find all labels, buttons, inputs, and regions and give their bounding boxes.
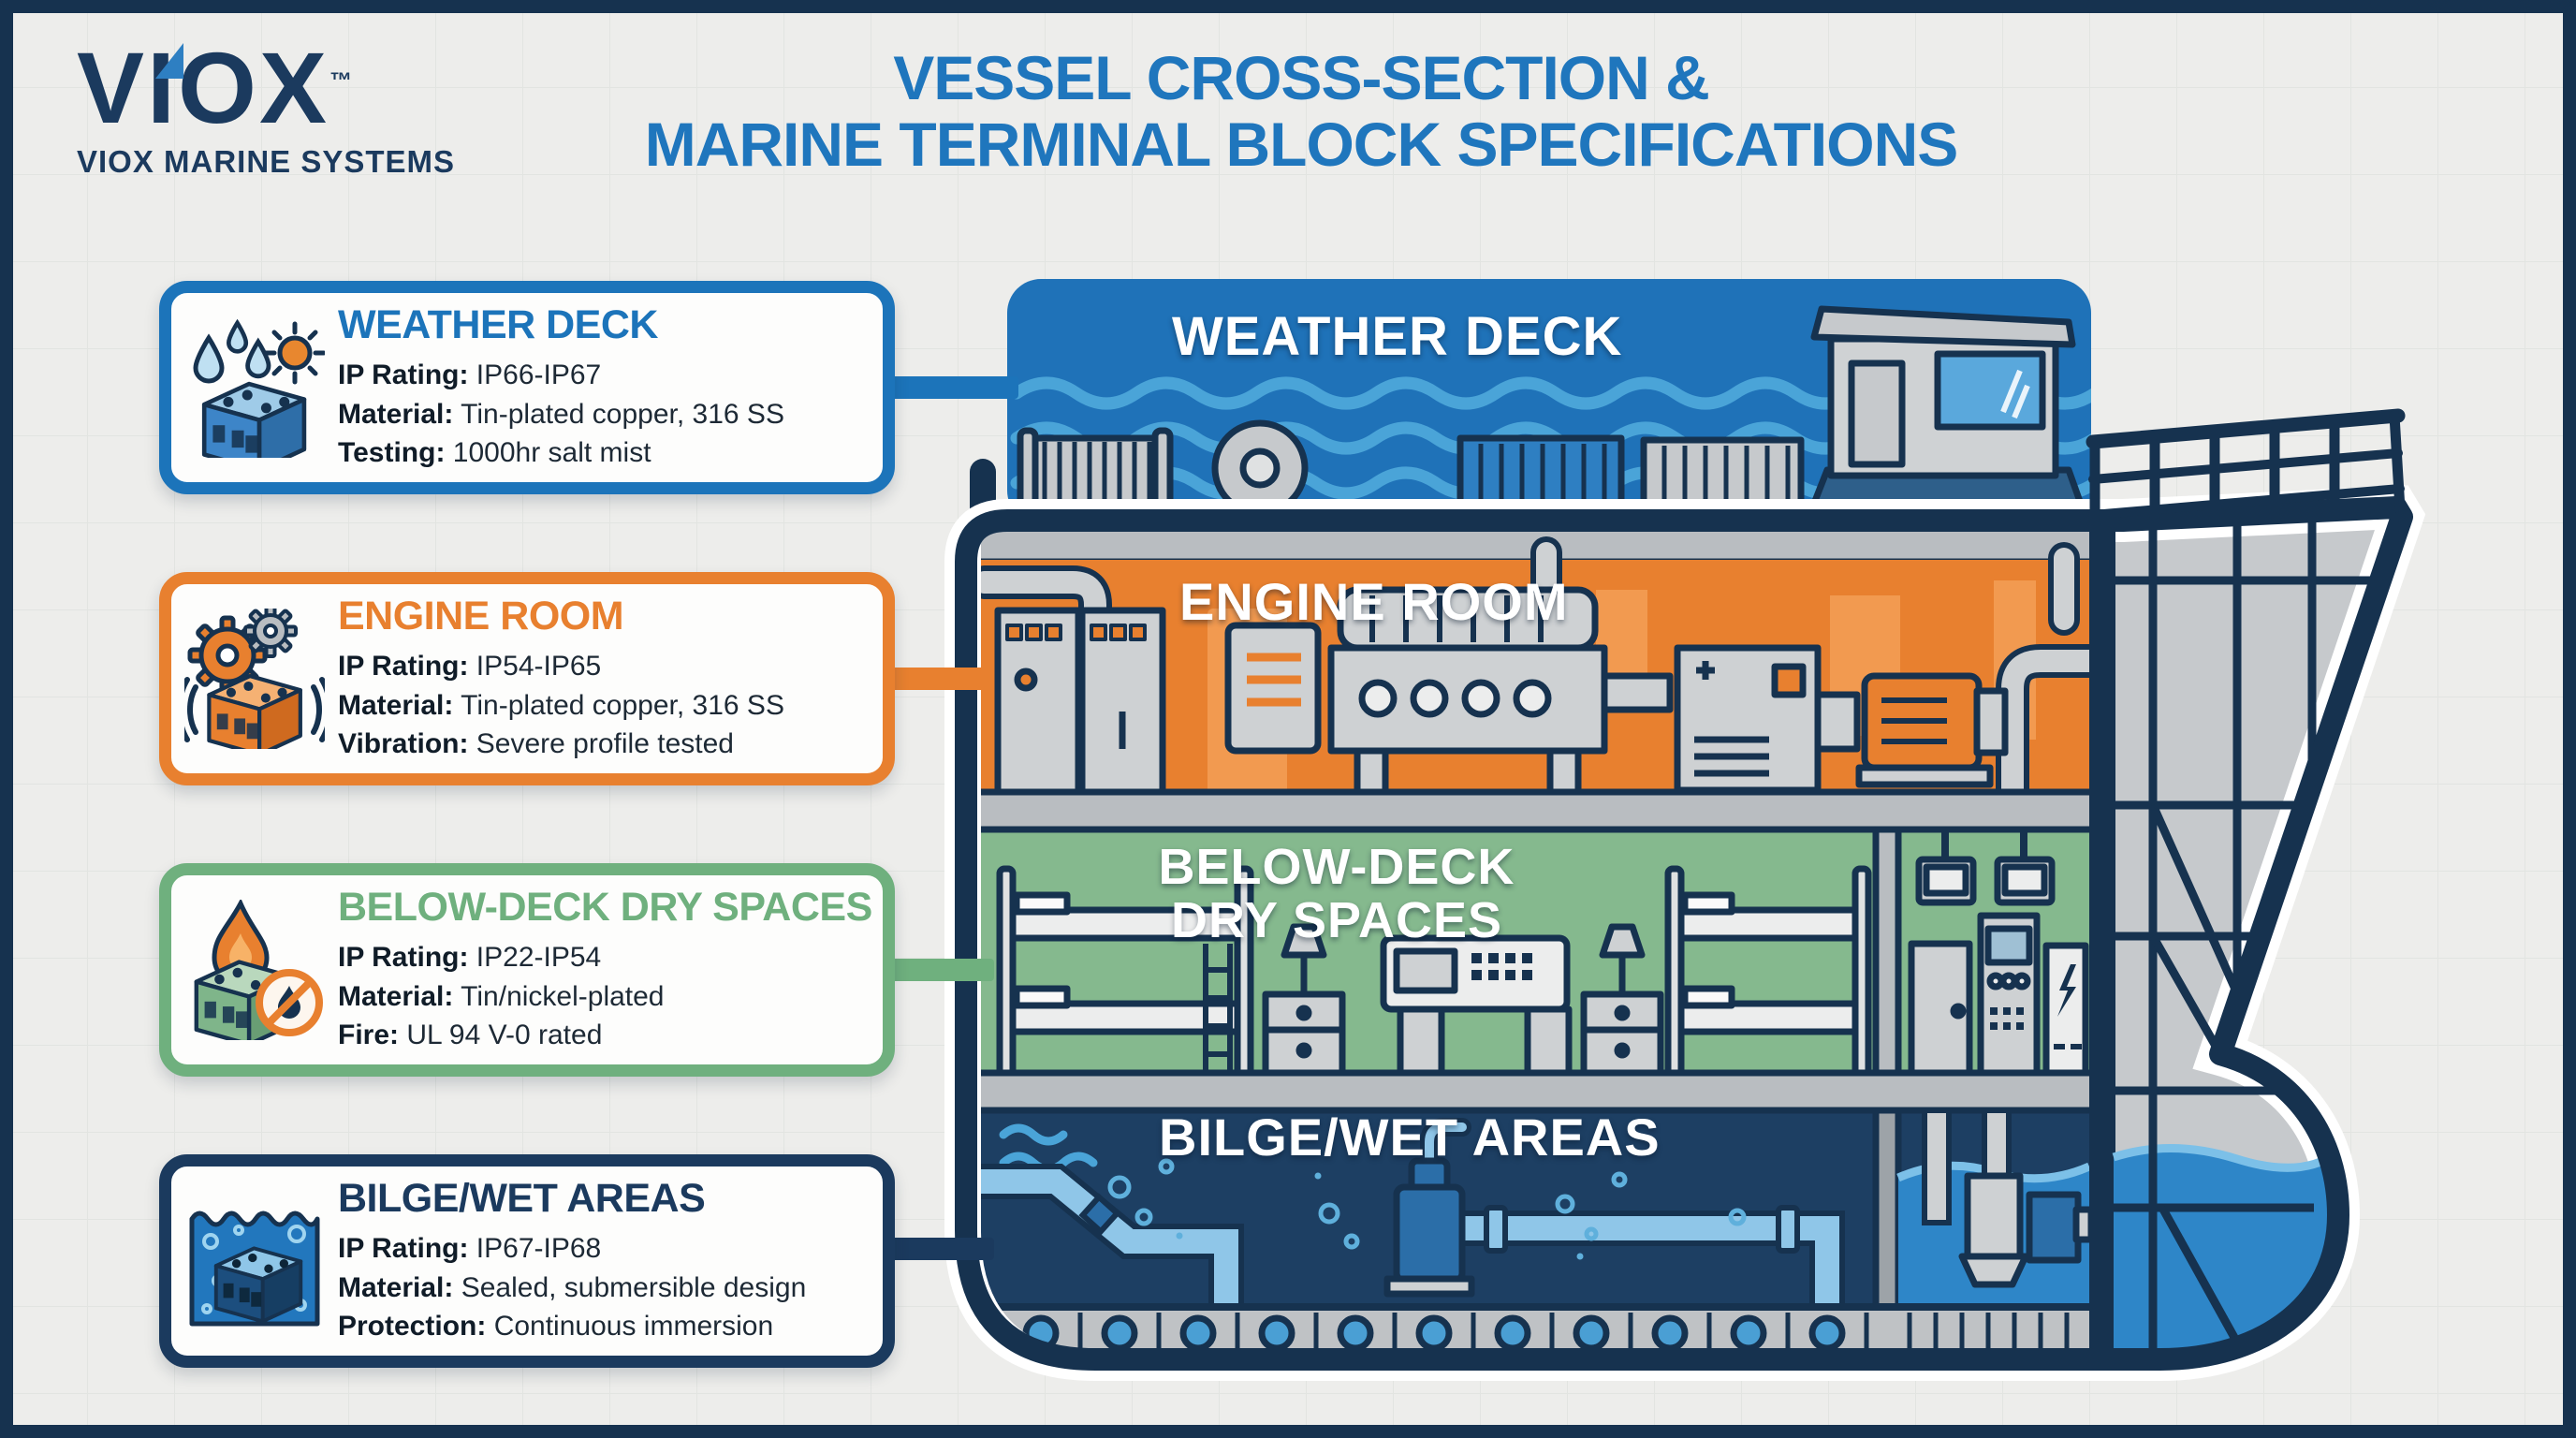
spec-card-weather-deck: WEATHER DECK IP Rating: IP66-IP67 Materi…: [159, 281, 895, 494]
below-deck-equipment: [996, 826, 2089, 1078]
spec-line: IP Rating: IP67-IP68: [338, 1233, 602, 1265]
submerged-terminal-icon: [171, 1191, 338, 1331]
card-title: ENGINE ROOM: [338, 594, 624, 639]
weather-deck-label: WEATHER DECK: [1172, 306, 1623, 367]
logo-tagline: VIOX MARINE SYSTEMS: [77, 144, 456, 179]
spec-card-below-deck: BELOW-DECK DRY SPACES IP Rating: IP22-IP…: [159, 863, 895, 1077]
card-title: BILGE/WET AREAS: [338, 1176, 706, 1222]
hull-bolt-strip: [981, 1303, 2089, 1356]
bilge-equipment: [981, 1107, 2089, 1325]
hull-interior: [981, 524, 2089, 1356]
spec-line: Material: Tin-plated copper, 316 SS: [338, 398, 784, 430]
connector-bilge: [886, 1238, 994, 1260]
spec-line: Protection: Continuous immersion: [338, 1311, 774, 1343]
spec-card-engine-room: ENGINE ROOM IP Rating: IP54-IP65 Materia…: [159, 572, 895, 785]
deck-separator: [981, 788, 2089, 833]
deck-separator: [981, 1069, 2089, 1114]
spec-line: Fire: UL 94 V-0 rated: [338, 1020, 603, 1051]
flame-no-fire-terminal-icon: [171, 900, 338, 1040]
connector-engine-room: [886, 668, 994, 690]
spec-card-bilge: BILGE/WET AREAS IP Rating: IP67-IP68 Mat…: [159, 1154, 895, 1368]
card-title: WEATHER DECK: [338, 302, 658, 348]
page-title: VESSEL CROSS-SECTION & MARINE TERMINAL B…: [644, 43, 1959, 180]
spec-line: Testing: 1000hr salt mist: [338, 437, 651, 469]
logo-wordmark: VIOX™: [77, 31, 353, 144]
bow-structure: [2112, 508, 2378, 1359]
connector-weather-deck: [886, 376, 1018, 399]
connector-below-deck: [886, 959, 994, 981]
spec-line: IP Rating: IP54-IP65: [338, 651, 602, 682]
spec-line: IP Rating: IP66-IP67: [338, 360, 602, 391]
engine-room-equipment: [981, 536, 2089, 809]
no-fire-sign: [256, 969, 323, 1036]
bow-railing: [2086, 408, 2406, 526]
bow-bulkhead: [2089, 513, 2115, 1359]
spec-line: Material: Sealed, submersible design: [338, 1271, 807, 1303]
bilge-label: BILGE/WET AREAS: [1159, 1108, 1661, 1167]
engine-room-label: ENGINE ROOM: [1179, 572, 1569, 631]
card-title: BELOW-DECK DRY SPACES: [338, 885, 872, 931]
spec-line: Material: Tin-plated copper, 316 SS: [338, 689, 784, 721]
below-deck-label: BELOW-DECK DRY SPACES: [1158, 839, 1515, 948]
rain-sun-terminal-icon: [171, 317, 338, 458]
spec-line: IP Rating: IP22-IP54: [338, 942, 602, 974]
spec-line: Material: Tin/nickel-plated: [338, 980, 665, 1012]
gears-vibration-terminal-icon: [171, 609, 338, 749]
brand-logo: VIOX™ VIOX MARINE SYSTEMS: [77, 37, 517, 180]
spec-line: Vibration: Severe profile tested: [338, 728, 734, 760]
